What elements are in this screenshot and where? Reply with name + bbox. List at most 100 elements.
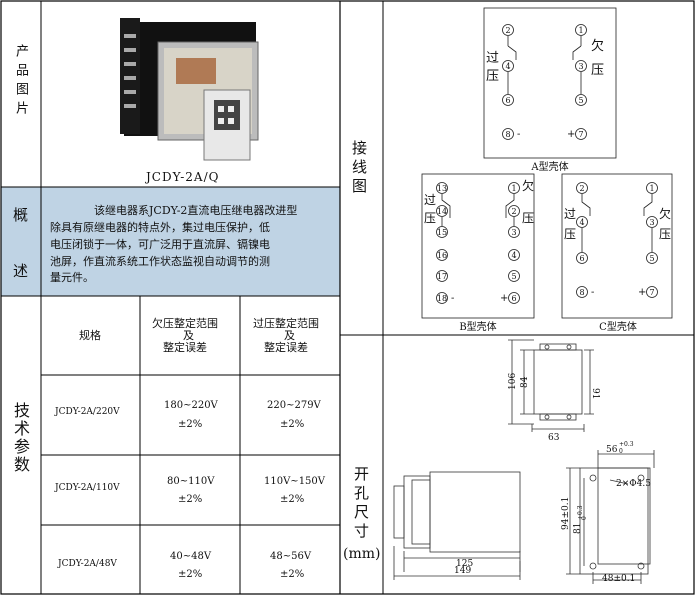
overview-line-3: 电压闭锁于一体，可广泛用于直流屏、镉镍电 bbox=[50, 238, 270, 251]
c-under-1: 欠 bbox=[659, 206, 671, 221]
header-spec: 规格 bbox=[79, 329, 101, 342]
a-over-2: 压 bbox=[486, 69, 499, 84]
header-over-1: 过压整定范围 bbox=[253, 317, 319, 330]
shell-a-label: A型壳体 bbox=[530, 160, 568, 173]
row-2-over-err: ±2% bbox=[280, 494, 305, 505]
b-over-1: 过 bbox=[424, 193, 436, 207]
product-model: JCDY-2A/Q bbox=[146, 170, 220, 184]
a-term-8: 8 bbox=[505, 130, 510, 139]
c-under-2: 压 bbox=[659, 227, 671, 241]
a-term-7: 7 bbox=[578, 130, 583, 139]
dim-56: 56 bbox=[606, 445, 618, 455]
row-1-under-range: 180~220V bbox=[164, 400, 218, 411]
tech-params-label: 技术参数 bbox=[11, 402, 30, 474]
relay-photo bbox=[120, 18, 259, 161]
b-minus: - bbox=[451, 293, 454, 304]
a-plus: + bbox=[567, 129, 575, 140]
a-term-2: 2 bbox=[505, 26, 510, 35]
c-term-7: 7 bbox=[649, 288, 654, 297]
row-1-over-err: ±2% bbox=[280, 419, 305, 430]
header-under-1: 欠压整定范围 bbox=[152, 317, 218, 330]
dim-106: 106 bbox=[508, 373, 518, 390]
dim-84: 84 bbox=[520, 376, 530, 388]
row-2-over-range: 110V~150V bbox=[264, 476, 325, 487]
overview-line-2: 除具有原继电器的特点外，集过电压保护，低 bbox=[50, 221, 270, 234]
row-3-under-err: ±2% bbox=[178, 569, 203, 580]
dim-81: 81 bbox=[573, 523, 583, 534]
b-plus: + bbox=[500, 293, 508, 304]
dim-63: 63 bbox=[548, 433, 560, 443]
row-1-model: JCDY-2A/220V bbox=[55, 407, 120, 417]
b-term-16: 16 bbox=[437, 251, 447, 260]
c-term-1: 1 bbox=[649, 184, 654, 193]
dim-91: 91 bbox=[590, 388, 600, 399]
b-term-3: 3 bbox=[511, 228, 516, 237]
b-term-1: 1 bbox=[511, 184, 516, 193]
c-minus: - bbox=[591, 287, 594, 298]
shell-c-label: C型壳体 bbox=[599, 320, 637, 333]
dim-56-tol-bottom: 0 bbox=[619, 448, 623, 455]
row-1-over-range: 220~279V bbox=[267, 400, 321, 411]
c-term-4: 4 bbox=[579, 218, 584, 227]
wiring-diagrams: 2 4 6 1 3 5 8 7 13 14 15 16 17 18 1 2 3 … bbox=[421, 7, 673, 333]
b-term-15: 15 bbox=[437, 228, 447, 237]
c-over-1: 过 bbox=[564, 207, 576, 221]
shell-b-box bbox=[421, 173, 535, 319]
row-2-model: JCDY-2A/110V bbox=[55, 483, 120, 493]
b-term-18: 18 bbox=[437, 294, 447, 303]
a-term-6: 6 bbox=[505, 96, 510, 105]
dimension-drawings: 106 84 91 63 125 149 56 +0.3 0 94±0.1 81… bbox=[393, 339, 655, 584]
dim-56-tol-top: +0.3 bbox=[619, 441, 634, 448]
a-under-2: 压 bbox=[591, 63, 604, 78]
shell-c-box bbox=[561, 173, 673, 319]
a-minus: - bbox=[517, 129, 520, 140]
overview-label-1: 概 bbox=[13, 206, 29, 224]
dim-holes: 2×Φ4.5 bbox=[616, 479, 651, 489]
b-term-4: 4 bbox=[511, 251, 516, 260]
cutout-label: 开孔尺寸 bbox=[352, 466, 370, 542]
shell-b-label: B型壳体 bbox=[459, 320, 496, 333]
header-over-2: 及 bbox=[284, 329, 295, 342]
b-term-5: 5 bbox=[511, 272, 516, 281]
dim-81-tol-bottom: 0 bbox=[581, 516, 588, 520]
overview-line-1: 该继电器系JCDY-2直流电压继电器改进型 bbox=[94, 204, 298, 217]
b-under-2: 压 bbox=[522, 211, 534, 225]
row-3-over-range: 48~56V bbox=[270, 551, 312, 562]
c-plus: + bbox=[638, 287, 646, 298]
overview-label-2: 述 bbox=[13, 262, 29, 280]
dim-94: 94±0.1 bbox=[561, 497, 571, 530]
row-2-under-range: 80~110V bbox=[167, 476, 215, 487]
b-term-2: 2 bbox=[511, 207, 516, 216]
row-2-under-err: ±2% bbox=[178, 494, 203, 505]
a-term-4: 4 bbox=[505, 62, 510, 71]
a-term-1: 1 bbox=[578, 26, 583, 35]
a-under-1: 欠 bbox=[591, 38, 604, 54]
header-over-3: 整定误差 bbox=[264, 341, 308, 354]
row-1-under-err: ±2% bbox=[178, 419, 203, 430]
header-under-2: 及 bbox=[183, 329, 194, 342]
b-term-17: 17 bbox=[437, 272, 447, 281]
b-term-6: 6 bbox=[511, 294, 516, 303]
c-term-5: 5 bbox=[649, 254, 654, 263]
overview-line-4: 池屏，作直流系统工作状态监视自动调节的测 bbox=[50, 255, 270, 268]
dim-48: 48±0.1 bbox=[602, 574, 635, 584]
c-term-3: 3 bbox=[649, 218, 654, 227]
a-term-3: 3 bbox=[578, 62, 583, 71]
dim-81-tol-top: +0.3 bbox=[577, 505, 584, 520]
c-term-2: 2 bbox=[579, 184, 584, 193]
b-over-2: 压 bbox=[424, 211, 436, 225]
row-3-model: JCDY-2A/48V bbox=[58, 559, 117, 569]
b-under-1: 欠 bbox=[522, 178, 534, 193]
overview-band bbox=[1, 187, 340, 296]
wiring-label: 接线图 bbox=[350, 140, 368, 197]
a-over-1: 过 bbox=[486, 51, 499, 66]
b-term-14: 14 bbox=[437, 207, 447, 216]
header-under-3: 整定误差 bbox=[163, 341, 207, 354]
c-term-8: 8 bbox=[579, 288, 584, 297]
product-image-label: 产品图片 bbox=[13, 44, 28, 120]
row-3-over-err: ±2% bbox=[280, 569, 305, 580]
cutout-unit: (mm) bbox=[343, 546, 381, 562]
c-over-2: 压 bbox=[564, 227, 576, 241]
